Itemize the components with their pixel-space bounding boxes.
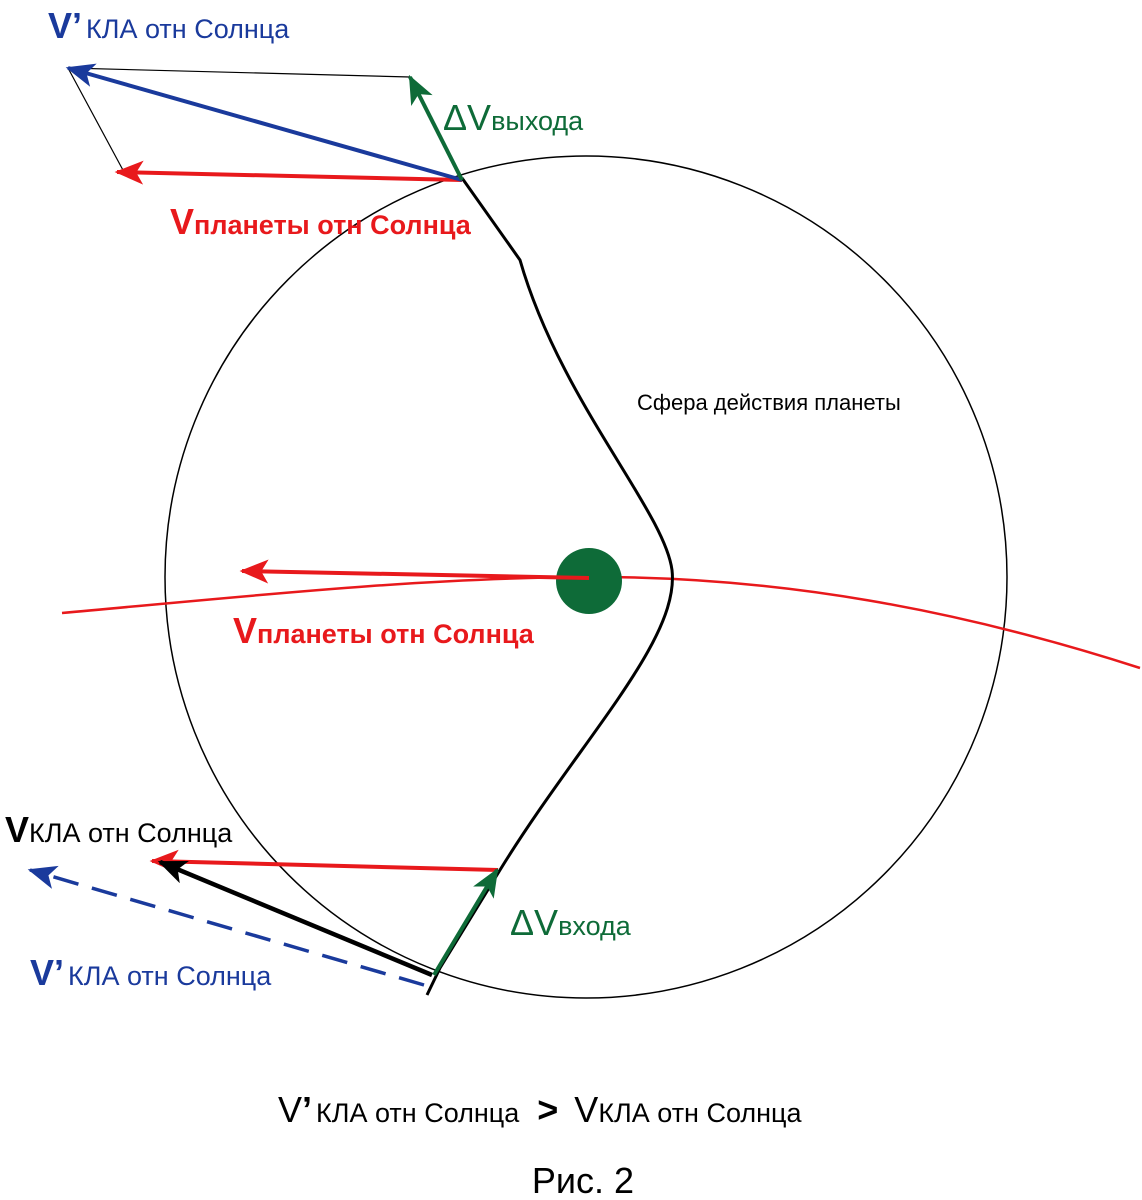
label-v-planet-top: Vпланеты отн Солнца	[170, 201, 472, 242]
planet	[556, 548, 622, 614]
sphere-of-influence-circle	[164, 155, 1008, 999]
label-v-prime-sc-entry: V’КЛА отн Солнца	[30, 952, 272, 993]
label-v-sc-entry: VКЛА отн Солнца	[5, 809, 233, 850]
parallelogram-edge-top	[67, 67, 411, 78]
v-prime-sc-arrow-entry-dashed	[27, 865, 425, 987]
v-sc-arrow-entry	[157, 859, 433, 978]
label-v-planet-center: Vпланеты отн Солнца	[233, 610, 535, 651]
v-planet-arrow-exit	[114, 160, 463, 185]
relation-formula: V’КЛА отн Солнца>VКЛА отн Солнца	[278, 1089, 803, 1130]
label-delta-v-entry: ΔVвхода	[510, 902, 632, 943]
label-v-prime-sc-top: V’КЛА отн Солнца	[48, 5, 290, 46]
v-planet-arrow-center	[239, 559, 590, 584]
label-sphere-of-influence: Сфера действия планеты	[637, 390, 901, 415]
delta-v-exit-arrow	[408, 74, 464, 181]
v-planet-arrow-entry	[149, 849, 499, 874]
figure-caption: Рис. 2	[532, 1160, 634, 1200]
v-prime-sc-arrow-exit	[65, 63, 463, 182]
label-delta-v-exit: ΔVвыхода	[443, 97, 584, 138]
spacecraft-trajectory	[425, 177, 674, 996]
delta-v-entry-arrow	[432, 867, 499, 977]
